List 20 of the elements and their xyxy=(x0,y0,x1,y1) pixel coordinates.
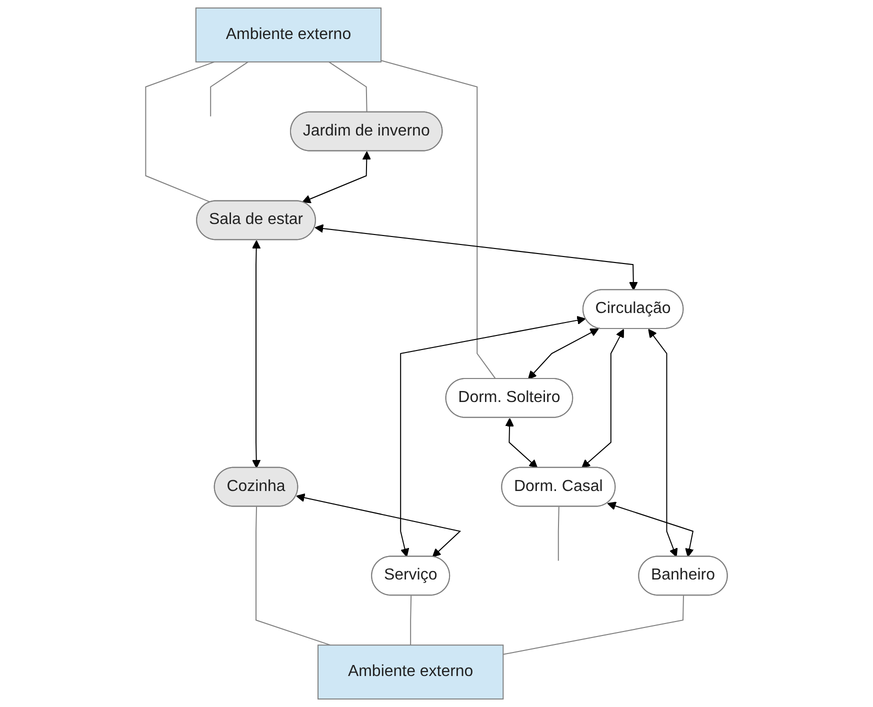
arrow xyxy=(505,418,538,468)
connector xyxy=(256,506,331,646)
arrow xyxy=(648,328,678,558)
connector xyxy=(328,61,368,113)
connector xyxy=(410,595,412,646)
node-box: Ambiente externo xyxy=(195,8,382,62)
node-box: Ambiente externo xyxy=(318,644,504,700)
arrow xyxy=(302,151,372,204)
arrow xyxy=(296,493,462,558)
arrow xyxy=(582,329,624,468)
connector xyxy=(210,61,249,117)
connector xyxy=(558,506,560,562)
arrow xyxy=(252,240,261,468)
connector xyxy=(145,61,215,203)
arrow xyxy=(607,502,694,558)
connector xyxy=(380,60,496,380)
arrow xyxy=(400,316,586,558)
arrow xyxy=(528,328,599,380)
arrow xyxy=(314,224,638,290)
connector xyxy=(502,595,684,655)
